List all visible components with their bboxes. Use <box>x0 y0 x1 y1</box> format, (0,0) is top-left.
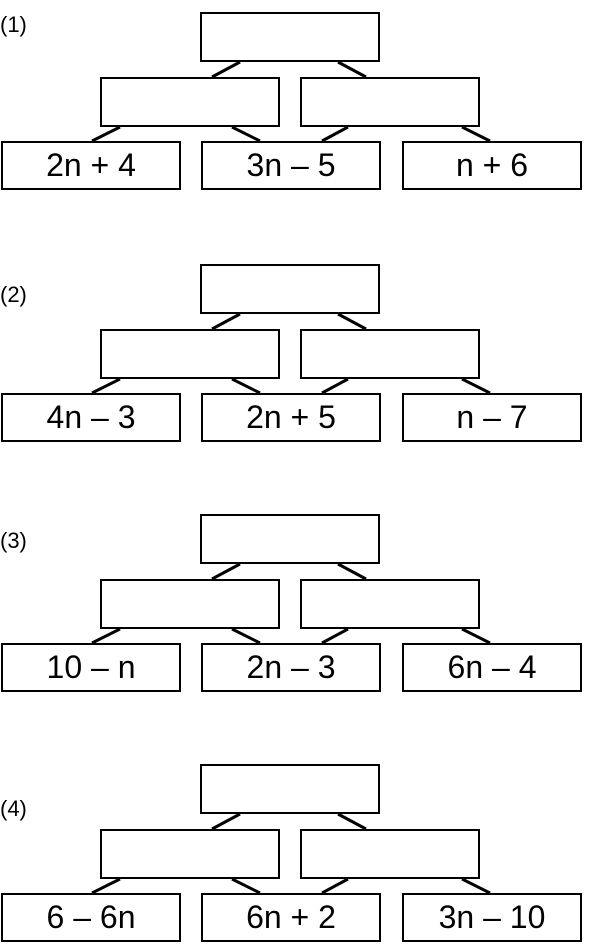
puzzle-label: (3) <box>0 528 27 553</box>
middle-right-answer-box[interactable] <box>300 77 480 127</box>
bottom-expression-box: 2n – 3 <box>201 643 381 692</box>
middle-right-answer-box[interactable] <box>300 329 480 379</box>
middle-left-answer-box[interactable] <box>100 579 280 629</box>
puzzle-1: (1) 2n + 4 3n – 5 n + 6 <box>0 0 595 190</box>
puzzle-3: (3) 10 – n 2n – 3 6n – 4 <box>0 502 595 692</box>
bottom-expression-box: 6 – 6n <box>1 893 181 942</box>
bottom-expression-box: n + 6 <box>402 141 582 190</box>
connector-lines <box>91 562 491 645</box>
puzzle-4: (4) 6 – 6n 6n + 2 3n – 10 <box>0 752 595 942</box>
bottom-expression-box: 2n + 5 <box>201 393 381 442</box>
bottom-expression-box: 4n – 3 <box>1 393 181 442</box>
top-answer-box[interactable] <box>200 264 380 314</box>
puzzle-2: (2) 4n – 3 2n + 5 n – 7 <box>0 252 595 442</box>
middle-right-answer-box[interactable] <box>300 579 480 629</box>
bottom-expression-box: 6n + 2 <box>201 893 381 942</box>
top-answer-box[interactable] <box>200 514 380 564</box>
middle-left-answer-box[interactable] <box>100 77 280 127</box>
puzzle-label: (4) <box>0 796 27 821</box>
bottom-expression-box: n – 7 <box>402 393 582 442</box>
connector-lines <box>91 312 491 395</box>
middle-right-answer-box[interactable] <box>300 829 480 879</box>
top-answer-box[interactable] <box>200 12 380 62</box>
middle-left-answer-box[interactable] <box>100 329 280 379</box>
puzzle-label: (1) <box>0 12 27 37</box>
connector-lines <box>91 812 491 895</box>
connector-lines <box>91 60 491 143</box>
bottom-expression-box: 10 – n <box>1 643 181 692</box>
puzzle-label: (2) <box>0 282 27 307</box>
bottom-expression-box: 6n – 4 <box>402 643 582 692</box>
bottom-expression-box: 3n – 10 <box>402 893 582 942</box>
middle-left-answer-box[interactable] <box>100 829 280 879</box>
top-answer-box[interactable] <box>200 764 380 814</box>
bottom-expression-box: 2n + 4 <box>1 141 181 190</box>
bottom-expression-box: 3n – 5 <box>201 141 381 190</box>
